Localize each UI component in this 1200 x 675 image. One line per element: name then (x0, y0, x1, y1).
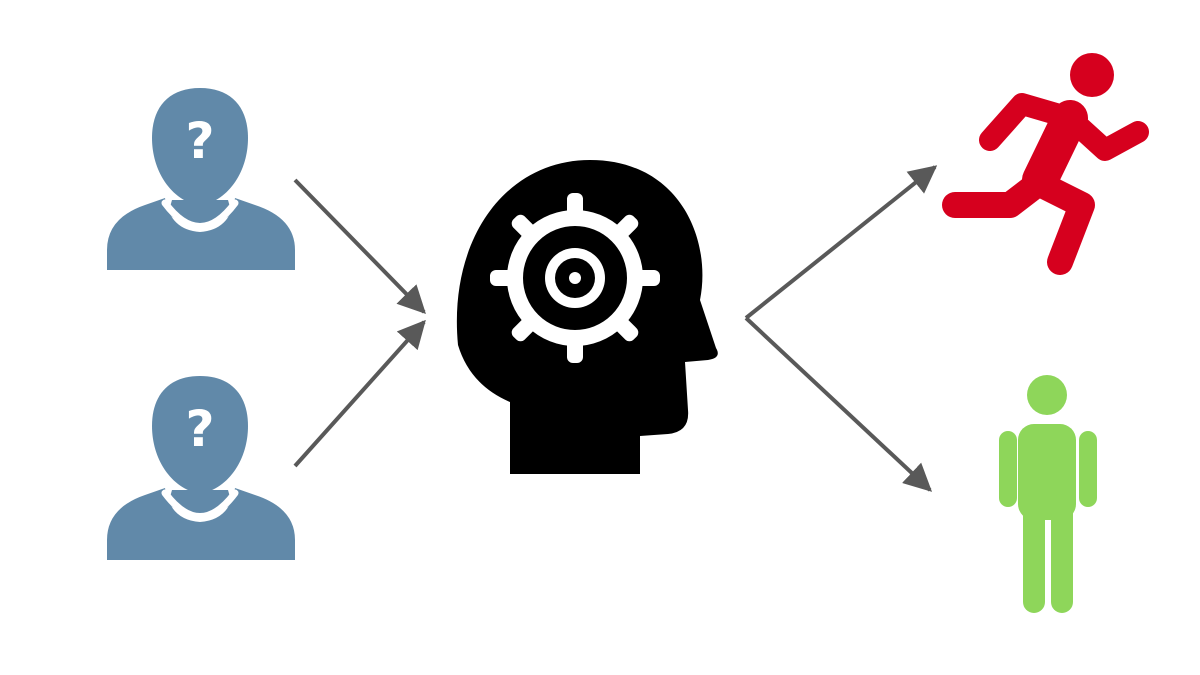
arrow-brain-to-running (744, 165, 938, 320)
standing-person-icon (999, 375, 1097, 613)
standing-head (1027, 375, 1067, 415)
arrow-brain-to-standing (744, 316, 933, 492)
running-arm-back (979, 93, 1081, 151)
unknown-person-top-body (107, 198, 295, 270)
running-leg-back (942, 169, 1053, 218)
unknown-person-bottom-head (152, 376, 248, 494)
question-mark-top: ? (185, 112, 214, 170)
gear-teeth (490, 193, 660, 363)
unknown-person-icon-top: ? (107, 88, 295, 270)
running-leg-front (1029, 172, 1095, 275)
running-person-icon (942, 53, 1149, 275)
head-with-gear-icon (456, 160, 718, 474)
arrow-top-to-brain (293, 178, 426, 315)
question-mark-bottom: ? (185, 400, 214, 458)
unknown-person-top-collar (161, 199, 239, 230)
unknown-person-bottom-collar (161, 489, 239, 520)
gear-center-dot (569, 272, 581, 284)
head-silhouette (456, 160, 718, 474)
unknown-person-bottom-body (107, 488, 295, 560)
gear-icon (490, 193, 660, 363)
unknown-person-top-head (152, 88, 248, 206)
unknown-person-icon-bottom: ? (107, 376, 295, 560)
arrow-bottom-to-brain (293, 319, 426, 468)
running-head (1070, 53, 1114, 97)
running-arm-front (1061, 109, 1149, 161)
